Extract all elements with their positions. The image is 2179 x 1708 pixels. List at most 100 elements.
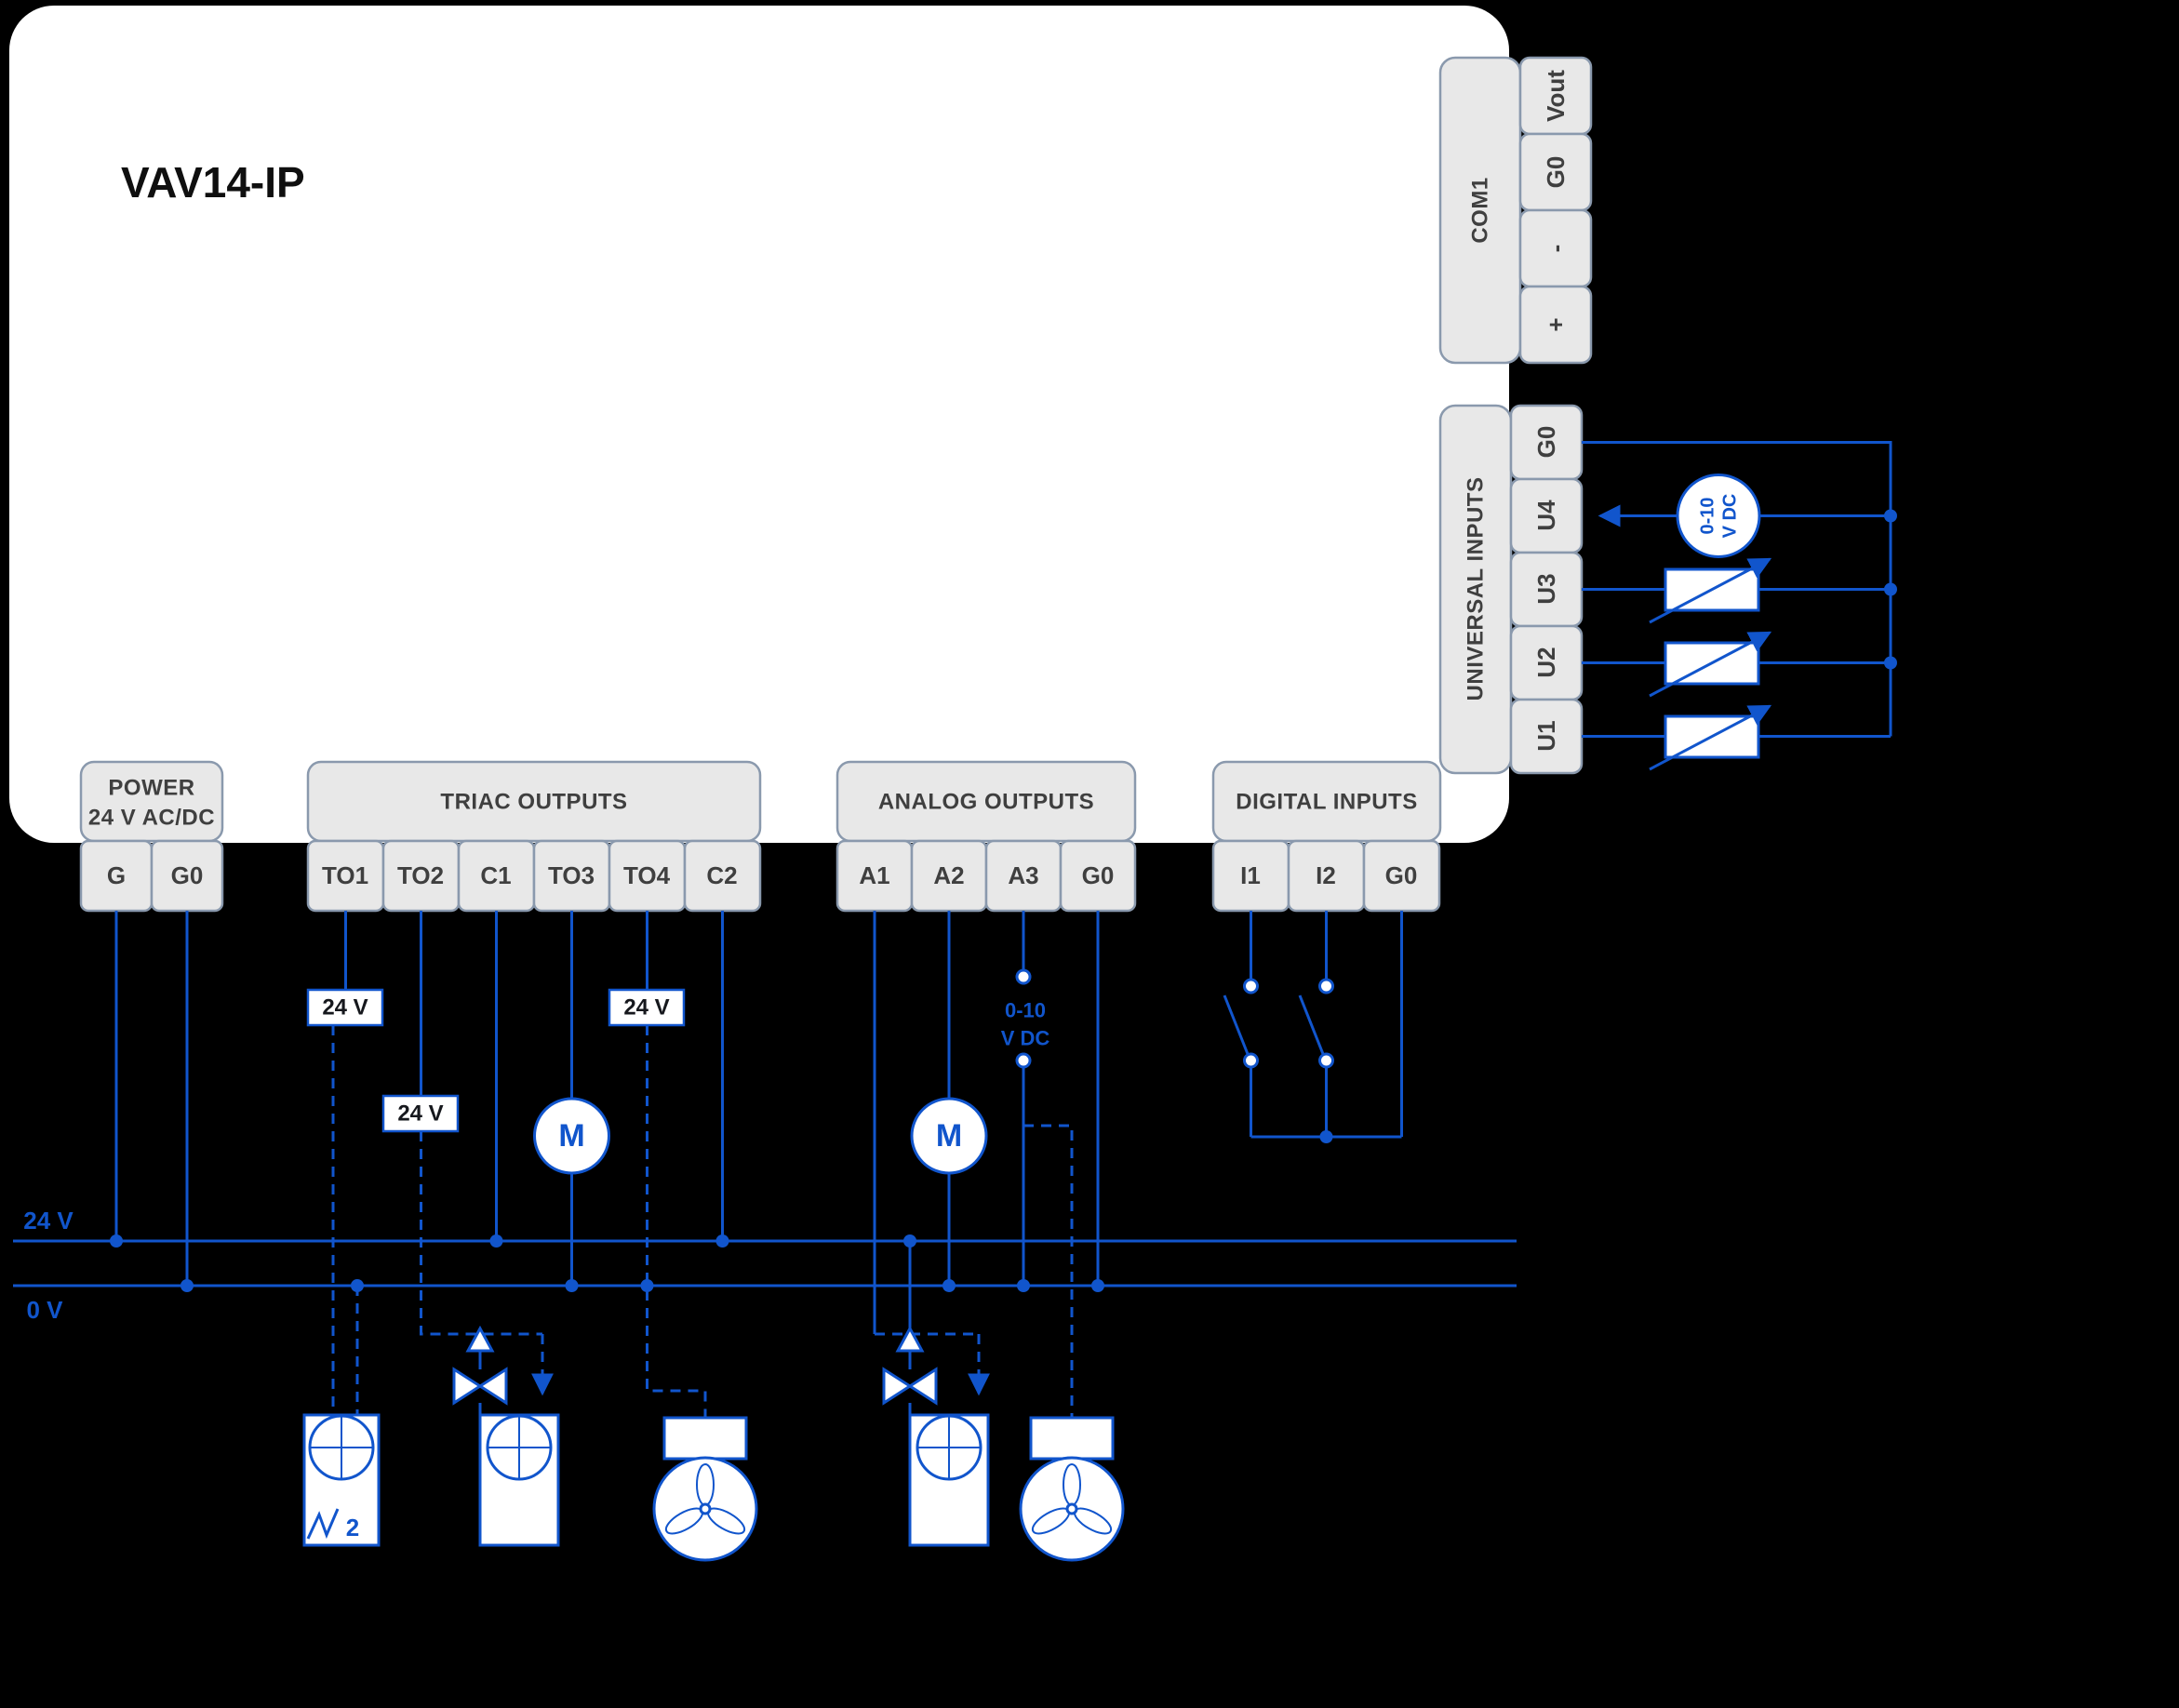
valve-actuator-2 (452, 1325, 560, 1547)
cable-count-label: 2 (346, 1514, 359, 1541)
analog-outputs-group: ANALOG OUTPUTS A1 A2 A3 G0 (836, 760, 1137, 913)
terminal-label-g: G (107, 861, 126, 889)
switch-contact-icon (1243, 1052, 1259, 1069)
universal-wiring: 0-10 V DC (1582, 441, 1892, 771)
fan-1 (652, 1416, 758, 1562)
terminal-label-to3: TO3 (548, 861, 595, 889)
valve-icon (882, 1367, 938, 1406)
terminal-label-u1: U1 (1532, 720, 1560, 751)
universal-group-label: UNIVERSAL INPUTS (1464, 477, 1489, 701)
sensor-0-10v-label-line2: V DC (1720, 494, 1741, 539)
sensor-0-10v-label-line1: 0-10 (1698, 497, 1718, 534)
junction-dot (1884, 509, 1897, 523)
voltage-tag-label: 24 V (322, 995, 368, 1021)
sensor-0-10v-icon (1676, 474, 1761, 558)
junction-dot (110, 1234, 123, 1248)
terminal-label-g0-power: G0 (171, 861, 204, 889)
switch-contact-icon (1243, 978, 1259, 994)
probe-label-line1: 0-10 (1005, 999, 1046, 1022)
valve-stem-icon (465, 1325, 495, 1353)
voltage-tag-label: 24 V (623, 995, 669, 1021)
terminal-label-u-g0: G0 (1532, 426, 1560, 459)
com1-group: COM1 Vout G0 - + (1438, 56, 1593, 365)
terminal-label-c1: C1 (480, 861, 511, 889)
wire-u-g0-rail (1582, 441, 1892, 737)
probe-point-icon (1015, 968, 1032, 985)
field-wiring: 24 V 24 V M 24 V M (114, 911, 1403, 1418)
terminal-label-c2: C2 (706, 861, 737, 889)
motor-label: M (558, 1118, 584, 1154)
digital-inputs-group: DIGITAL INPUTS I1 I2 G0 (1211, 760, 1442, 913)
junction-dot (903, 1234, 916, 1248)
terminal-label-a3: A3 (1008, 861, 1038, 889)
probe-point-icon (1015, 1052, 1032, 1069)
junction-dot (715, 1234, 729, 1248)
switch-blade-icon (1298, 994, 1325, 1055)
junction-dot (1319, 1130, 1333, 1143)
terminal-label-i2: I2 (1316, 861, 1336, 889)
fan-housing-icon (1029, 1416, 1115, 1461)
terminal-label-i1: I1 (1240, 861, 1261, 889)
universal-inputs-group: UNIVERSAL INPUTS G0 U4 U3 U2 U1 (1438, 404, 1584, 775)
terminal-label-to1: TO1 (322, 861, 368, 889)
bus-0v-label: 0 V (26, 1296, 63, 1324)
terminal-label-a1: A1 (859, 861, 889, 889)
junction-dot (180, 1279, 194, 1292)
terminal-label-minus: - (1542, 245, 1570, 253)
motor-label: M (936, 1118, 962, 1154)
terminal-label-u3: U3 (1532, 573, 1560, 604)
voltage-tag (381, 1094, 460, 1133)
wire-to4-dashed (646, 1025, 707, 1418)
terminal-label-u4: U4 (1532, 500, 1560, 531)
digital-group-label: DIGITAL INPUTS (1236, 790, 1417, 815)
terminal-label-com1-g0: G0 (1542, 156, 1570, 189)
triac-group-label: TRIAC OUTPUTS (440, 790, 627, 815)
power-label-line2: 24 V AC/DC (88, 806, 215, 831)
valve-actuator-3 (882, 1325, 990, 1547)
junction-dot (1884, 656, 1897, 670)
voltage-tag (306, 988, 384, 1027)
terminal-label-a2: A2 (933, 861, 964, 889)
bus-24v-label: 24 V (23, 1207, 74, 1234)
analog-group-label: ANALOG OUTPUTS (878, 790, 1094, 815)
triac-outputs-group: TRIAC OUTPUTS TO1 TO2 C1 TO3 TO4 C2 (306, 760, 762, 913)
terminal-label-u2: U2 (1532, 647, 1560, 677)
terminal-label-vout: Vout (1542, 70, 1570, 122)
thermal-actuator-1: 2 (302, 1413, 381, 1547)
analog-group-header (836, 760, 1137, 843)
terminal-label-to4: TO4 (623, 861, 671, 889)
cable-count-icon (306, 1508, 340, 1540)
valve-icon (452, 1367, 508, 1406)
switch-blade-icon (1223, 994, 1250, 1055)
junction-dots (110, 509, 1897, 1292)
junction-dot (942, 1279, 956, 1292)
terminal-label-g0-digital: G0 (1385, 861, 1418, 889)
power-group-header (79, 760, 224, 843)
power-buses: 24 V 0 V (13, 1207, 1517, 1324)
power-label-line1: POWER (108, 776, 194, 801)
junction-dot (351, 1279, 364, 1292)
fan-housing-icon (662, 1416, 748, 1461)
com1-group-header (1438, 56, 1522, 365)
switch-contact-icon (1318, 1052, 1334, 1069)
com1-group-label: COM1 (1468, 177, 1493, 243)
terminal-label-plus: + (1542, 317, 1570, 331)
fan-hub-icon (699, 1502, 712, 1515)
power-group: POWER 24 V AC/DC G G0 (79, 760, 224, 913)
terminal-label-g0-analog: G0 (1082, 861, 1115, 889)
device-body (9, 6, 1509, 843)
terminal-com1-plus (1518, 285, 1593, 365)
temp-sensor-icon (1664, 567, 1760, 612)
fan-hub-icon (1065, 1502, 1078, 1515)
voltage-tag-label: 24 V (397, 1101, 443, 1127)
junction-dot (1884, 582, 1897, 596)
probe-label-line2: V DC (1001, 1027, 1050, 1050)
junction-dot (640, 1279, 654, 1292)
junction-dot (1091, 1279, 1104, 1292)
switch-contact-icon (1318, 978, 1334, 994)
valve-stem-icon (895, 1325, 925, 1353)
junction-dot (565, 1279, 579, 1292)
triac-group-header (306, 760, 762, 843)
device-title: VAV14-IP (121, 158, 305, 207)
